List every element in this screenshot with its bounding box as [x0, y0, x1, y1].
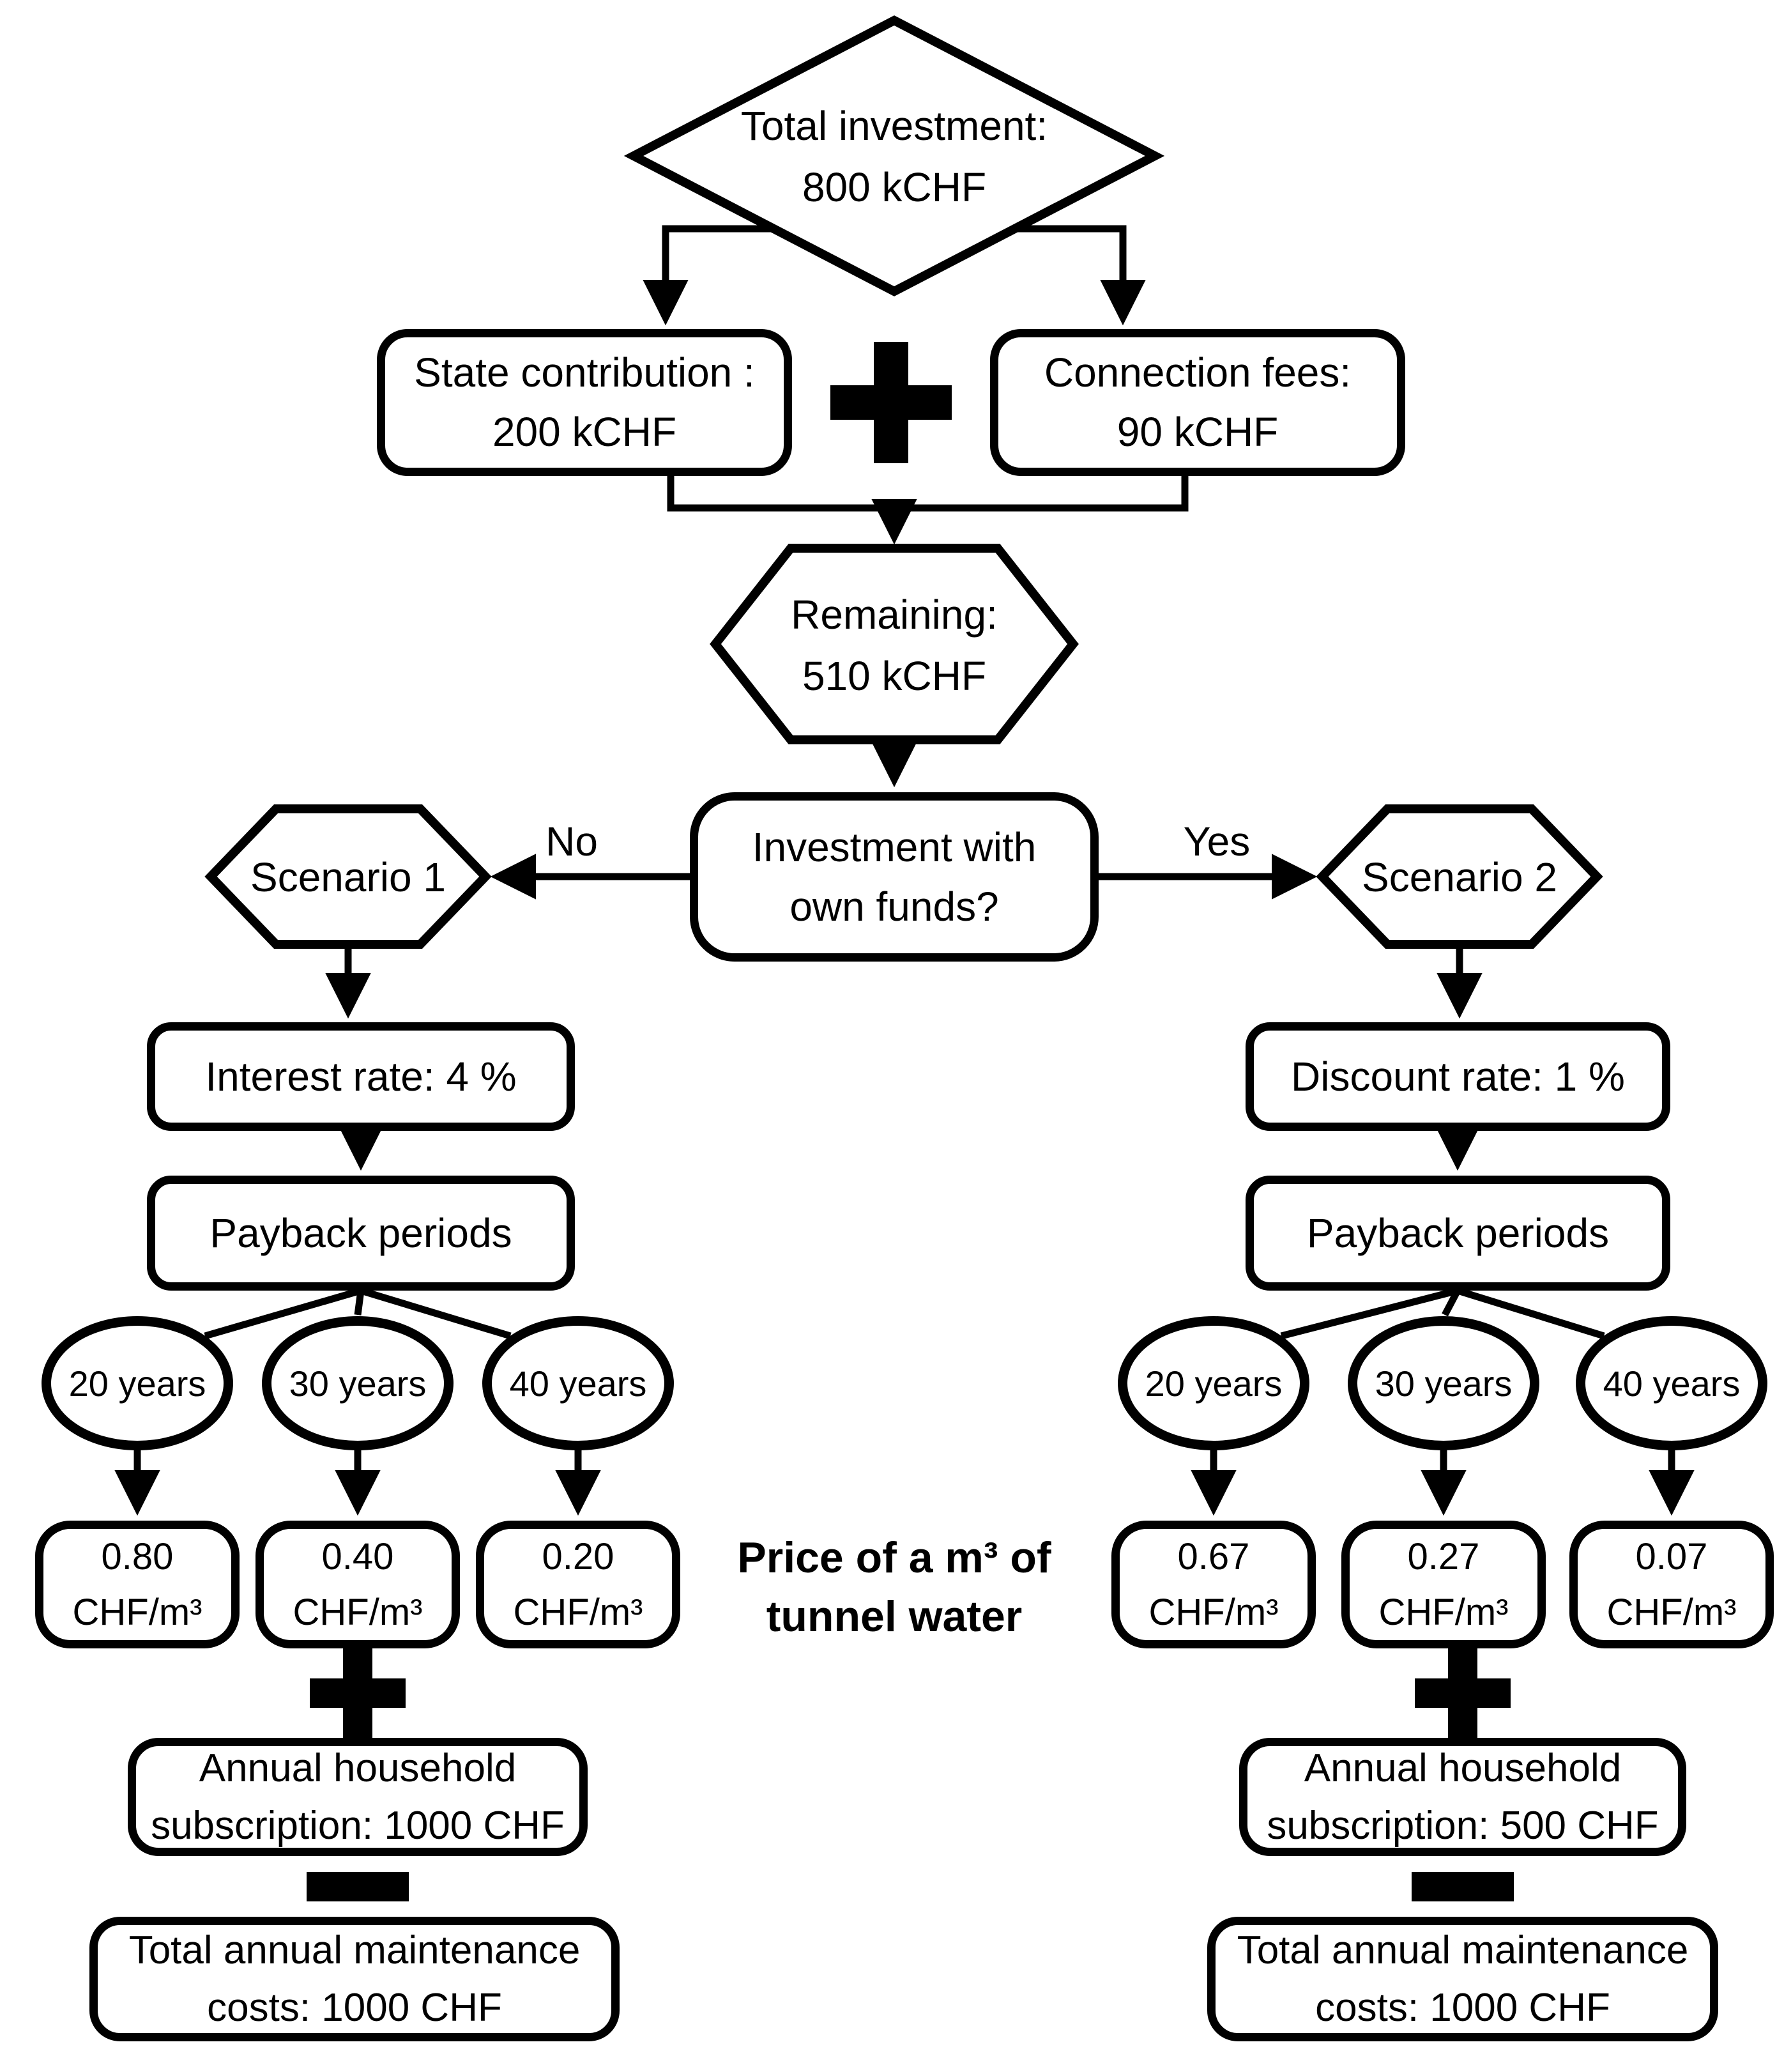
- price-s2-30y-unit: CHF/m³: [1378, 1592, 1509, 1633]
- price-s2-40y-value: 0.07: [1635, 1536, 1708, 1577]
- discount-rate-box: Discount rate: 1 %: [1246, 1022, 1670, 1131]
- yes-branch-label: Yes: [1183, 818, 1251, 864]
- state-contribution-text: State contribution :: [414, 349, 755, 396]
- state-contribution-value: 200 kCHF: [492, 409, 677, 455]
- connection-fees-box: Connection fees: 90 kCHF: [990, 329, 1405, 476]
- price-note-line1: Price of a m³ of: [737, 1533, 1051, 1583]
- plus-icon: [310, 1645, 406, 1741]
- oval-s1-30y: 30 years: [262, 1316, 454, 1450]
- oval-s2-30y-text: 30 years: [1375, 1363, 1513, 1404]
- no-branch-label: No: [545, 818, 598, 864]
- price-s1-20y-value: 0.80: [101, 1536, 174, 1577]
- oval-s1-40y-text: 40 years: [509, 1363, 647, 1404]
- price-box-s1-20y: 0.80 CHF/m³: [35, 1521, 240, 1648]
- total-investment-diamond: [623, 15, 1165, 296]
- price-note: Price of a m³ of tunnel water: [696, 1530, 1092, 1645]
- decision-line1: Investment with: [752, 824, 1037, 870]
- oval-s1-20y: 20 years: [42, 1316, 233, 1450]
- maintenance-box-s2: Total annual maintenance costs: 1000 CHF: [1207, 1917, 1718, 2041]
- payback-text-s2: Payback periods: [1306, 1209, 1610, 1256]
- connection-fees-value: 90 kCHF: [1117, 409, 1279, 455]
- maintenance-s1-line1: Total annual maintenance: [128, 1928, 581, 1972]
- subscription-s1-line1: Annual household: [199, 1746, 517, 1790]
- price-s2-20y-unit: CHF/m³: [1148, 1592, 1279, 1633]
- fan-s1-40y: [360, 1287, 512, 1340]
- minus-icon: [1412, 1872, 1514, 1901]
- oval-s2-40y-text: 40 years: [1603, 1363, 1741, 1404]
- oval-s1-40y: 40 years: [482, 1316, 674, 1450]
- payback-box-s1: Payback periods: [147, 1176, 575, 1291]
- payback-text-s1: Payback periods: [210, 1209, 512, 1256]
- price-s1-30y-unit: CHF/m³: [293, 1592, 423, 1633]
- price-s2-40y-unit: CHF/m³: [1606, 1592, 1737, 1633]
- maintenance-s2-line2: costs: 1000 CHF: [1315, 1985, 1610, 2030]
- minus-icon: [307, 1872, 409, 1901]
- scenario1-hexagon: [204, 804, 492, 949]
- oval-s2-40y: 40 years: [1576, 1316, 1767, 1450]
- fan-s2-20y: [1280, 1287, 1459, 1340]
- price-box-s2-40y: 0.07 CHF/m³: [1569, 1521, 1774, 1648]
- fan-s1-30y: [354, 1290, 365, 1316]
- oval-s2-20y-text: 20 years: [1145, 1363, 1283, 1404]
- interest-rate-box: Interest rate: 4 %: [147, 1022, 575, 1131]
- price-s1-30y-value: 0.40: [321, 1536, 394, 1577]
- subscription-s1-line2: subscription: 1000 CHF: [151, 1803, 565, 1848]
- state-contribution-box: State contribution : 200 kCHF: [377, 329, 792, 476]
- connection-fees-text: Connection fees:: [1044, 349, 1352, 396]
- price-s1-40y-unit: CHF/m³: [513, 1592, 643, 1633]
- decision-box: Investment with own funds?: [690, 792, 1099, 962]
- price-s2-20y-value: 0.67: [1177, 1536, 1250, 1577]
- decision-line2: own funds?: [789, 883, 999, 930]
- oval-s2-20y: 20 years: [1118, 1316, 1309, 1450]
- subscription-s2-line1: Annual household: [1304, 1746, 1622, 1790]
- fan-s1-20y: [204, 1287, 362, 1340]
- fan-s2-30y: [1442, 1289, 1461, 1317]
- price-box-s1-30y: 0.40 CHF/m³: [255, 1521, 460, 1648]
- junction-boxes: [667, 474, 1189, 512]
- oval-s1-20y-text: 20 years: [68, 1363, 206, 1404]
- plus-icon: [1415, 1645, 1511, 1741]
- fan-s2-40y: [1456, 1287, 1605, 1340]
- price-box-s1-40y: 0.20 CHF/m³: [476, 1521, 680, 1648]
- subscription-box-s2: Annual household subscription: 500 CHF: [1239, 1738, 1686, 1856]
- plus-icon: [830, 342, 952, 463]
- price-box-s2-20y: 0.67 CHF/m³: [1111, 1521, 1316, 1648]
- remaining-hexagon: [710, 544, 1079, 744]
- price-s1-20y-unit: CHF/m³: [72, 1592, 202, 1633]
- price-note-line2: tunnel water: [766, 1592, 1023, 1641]
- price-box-s2-30y: 0.27 CHF/m³: [1341, 1521, 1546, 1648]
- arrow-diamond-to-fees: [1015, 225, 1146, 326]
- oval-s1-30y-text: 30 years: [289, 1363, 427, 1404]
- maintenance-s2-line1: Total annual maintenance: [1237, 1928, 1689, 1972]
- arrow-diamond-to-state: [643, 225, 774, 326]
- maintenance-box-s1: Total annual maintenance costs: 1000 CHF: [89, 1917, 620, 2041]
- subscription-s2-line2: subscription: 500 CHF: [1267, 1803, 1659, 1848]
- subscription-box-s1: Annual household subscription: 1000 CHF: [128, 1738, 588, 1856]
- discount-rate-text: Discount rate: 1 %: [1291, 1053, 1625, 1100]
- price-s2-30y-value: 0.27: [1407, 1536, 1480, 1577]
- payback-box-s2: Payback periods: [1246, 1176, 1670, 1291]
- interest-rate-text: Interest rate: 4 %: [205, 1053, 517, 1100]
- maintenance-s1-line2: costs: 1000 CHF: [207, 1985, 502, 2030]
- price-s1-40y-value: 0.20: [542, 1536, 614, 1577]
- oval-s2-30y: 30 years: [1348, 1316, 1539, 1450]
- scenario2-hexagon: [1316, 804, 1603, 949]
